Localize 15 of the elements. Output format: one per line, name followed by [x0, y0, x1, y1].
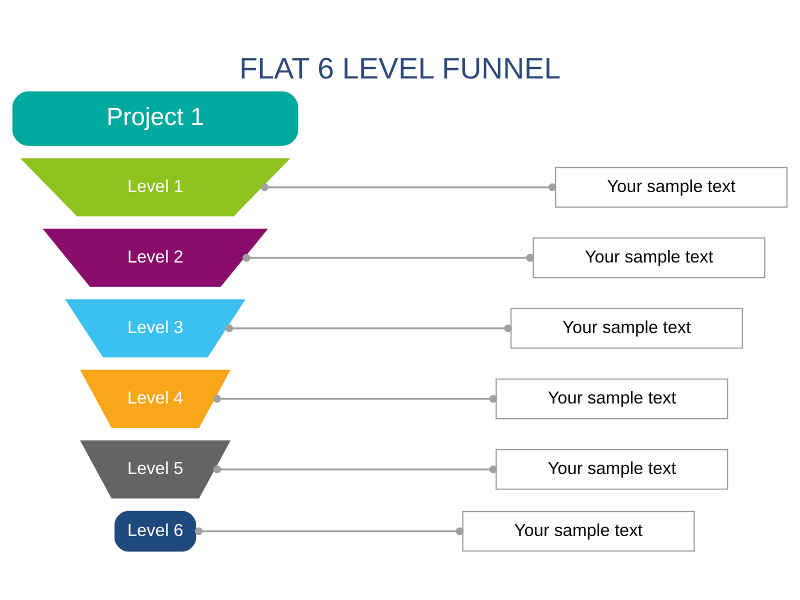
- connector: [225, 324, 512, 332]
- connector: [260, 182, 556, 191]
- node-box: Your sample text: [510, 307, 744, 348]
- connector: [213, 465, 498, 473]
- connector: [242, 253, 534, 262]
- node-box: Level 6: [114, 510, 196, 552]
- connector: [194, 526, 464, 535]
- node-box: Your sample text: [462, 510, 695, 552]
- node-box: Project 1: [12, 90, 298, 146]
- diagram-title: FLAT 6 LEVEL FUNNEL: [239, 52, 561, 86]
- node-box: Your sample text: [554, 166, 788, 208]
- connector: [213, 394, 498, 402]
- node-box: Your sample text: [496, 378, 728, 419]
- node-box: Your sample text: [496, 448, 728, 490]
- node-box: Your sample text: [532, 236, 766, 278]
